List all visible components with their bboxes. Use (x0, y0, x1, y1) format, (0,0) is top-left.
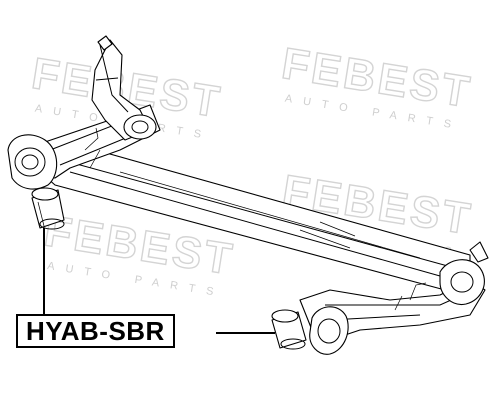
part-number-label: HYAB-SBR (16, 314, 175, 348)
left-bushing (31, 187, 65, 230)
left-bush-housing (7, 134, 58, 190)
right-bush-housing (309, 306, 349, 355)
watermark-top-right: FEBEST AUTO PARTS (278, 38, 476, 132)
callout-lines (43, 228, 275, 334)
cross-beam (37, 139, 471, 291)
part-number-text: HYAB-SBR (26, 315, 165, 346)
right-bushing (271, 309, 307, 350)
